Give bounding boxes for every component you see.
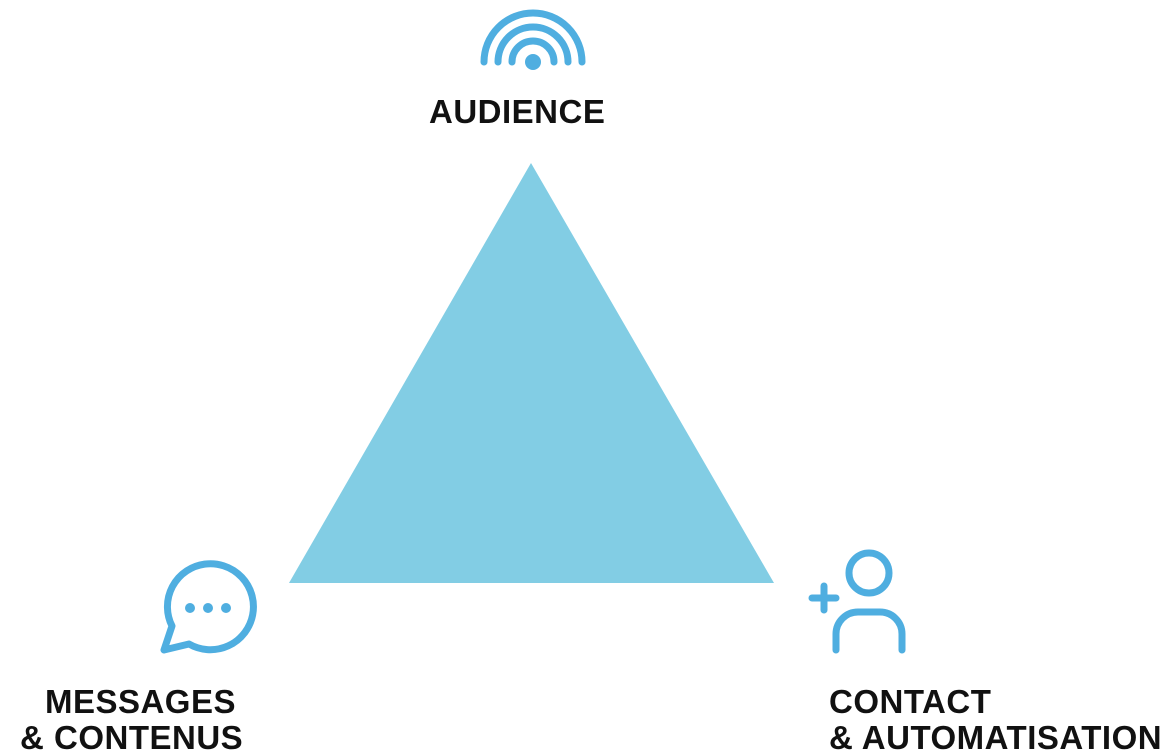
chat-bubble-icon (160, 560, 257, 654)
broadcast-signal-icon (480, 9, 586, 70)
contact-label-line-2: & AUTOMATISATION (829, 719, 1163, 756)
messages-label-line-2: & CONTENUS (20, 719, 244, 756)
contact-label-line-1: CONTACT (829, 683, 992, 720)
add-user-icon (808, 549, 906, 654)
audience-label: AUDIENCE (429, 94, 605, 130)
messages-label-line-1: MESSAGES (44, 683, 236, 720)
messages-label: MESSAGES & CONTENUS (20, 683, 244, 756)
audience-label-line-1: AUDIENCE (429, 93, 606, 130)
contact-label: CONTACT & AUTOMATISATION (829, 684, 1162, 756)
